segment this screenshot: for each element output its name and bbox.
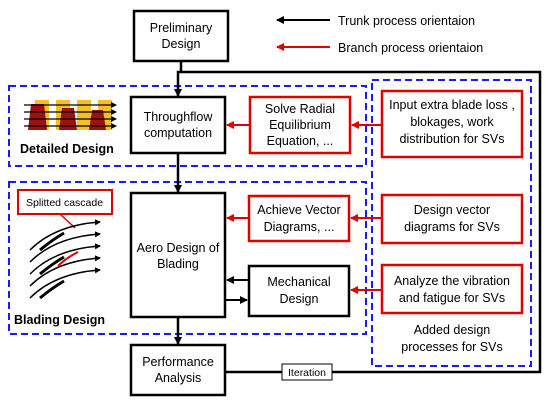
performance-line1: Performance [142, 355, 214, 369]
splitted-cascade-label: Splitted cascade [26, 197, 103, 209]
design-vector-line2: diagrams for SVs [404, 220, 500, 234]
preliminary-line1: Preliminary [150, 21, 213, 35]
input-loss-line1: Input extra blade loss , [389, 98, 515, 112]
radial-equilibrium-box [248, 95, 352, 155]
aero-line2: Blading [157, 257, 199, 271]
mechanical-line1: Mechanical [267, 275, 330, 289]
added-design-line2: processes for SVs [401, 340, 502, 354]
throughflow-box [129, 95, 227, 155]
legend-branch-label: Branch process orientaion [338, 41, 483, 55]
radial-line3: Equation, ... [267, 134, 334, 148]
input-loss-line2: blokages, work [410, 115, 494, 129]
vector-line1: Achieve Vector [257, 203, 340, 217]
iteration-label: Iteration [288, 367, 326, 379]
vibration-line1: Analyze the vibration [394, 274, 510, 288]
mechanical-line2: Design [280, 292, 319, 306]
preliminary-line2: Design [162, 37, 201, 51]
splitted-cascade-box [17, 189, 113, 215]
aero-design-box [129, 191, 227, 319]
iteration-label-box [281, 363, 333, 381]
throughflow-line1: Throughflow [144, 110, 214, 124]
vibration-box [380, 263, 524, 315]
blading-design-label: Blading Design [14, 313, 105, 327]
design-vector-line1: Design vector [414, 203, 490, 217]
preliminary-design-box [132, 9, 230, 63]
added-design-region [371, 79, 532, 367]
vibration-line2: and fatigue for SVs [399, 291, 505, 305]
input-loss-box [380, 89, 524, 159]
vector-line2: Diagrams, ... [264, 220, 335, 234]
blading-design-region [8, 181, 367, 335]
blade-rows-illustration [24, 100, 117, 130]
performance-box [129, 343, 227, 397]
detailed-design-label: Detailed Design [20, 142, 114, 156]
legend-trunk-label: Trunk process orientaion [338, 14, 475, 28]
performance-line2: Analysis [155, 371, 202, 385]
throughflow-line2: computation [144, 126, 212, 140]
added-design-line1: Added design [414, 323, 491, 337]
aero-line1: Aero Design of [137, 241, 220, 255]
cascade-illustration [29, 219, 101, 300]
mechanical-design-box [247, 264, 351, 318]
radial-line1: Solve Radial [265, 102, 335, 116]
input-loss-line3: distribution for SVs [400, 132, 505, 146]
arrow-preliminary-to-throughflow [174, 61, 183, 97]
radial-line2: Equilibrium [269, 118, 331, 132]
design-vector-box [380, 193, 524, 245]
iteration-loop-line [182, 70, 542, 374]
